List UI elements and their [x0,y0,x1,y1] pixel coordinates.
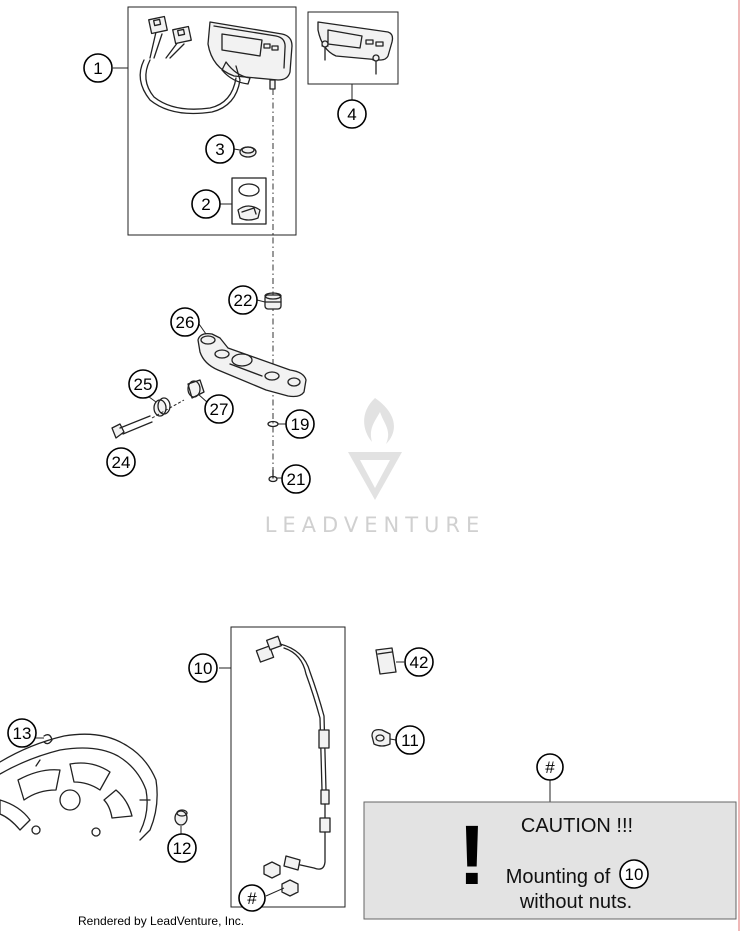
callout-27: 27 [204,394,234,424]
svg-text:19: 19 [291,415,310,434]
callout-13: 13 [7,718,37,748]
svg-text:2: 2 [201,195,210,214]
callout-10: 10 [188,653,218,683]
screw-21 [268,469,278,483]
svg-text:27: 27 [210,400,229,419]
watermark-v-icon [348,452,402,500]
callout-26: 26 [170,307,200,337]
hex-bolt-24 [111,399,185,439]
callout-25: 25 [128,369,158,399]
svg-text:26: 26 [176,313,195,332]
rubber-cap-part [239,146,257,158]
svg-text:25: 25 [134,375,153,394]
speedometer-wiring-harness [139,15,241,115]
spacer-12 [174,809,188,826]
svg-text:3: 3 [215,140,224,159]
callout-22: 22 [228,285,258,315]
callout-hash-top: # [536,753,564,781]
retaining-clip-13 [43,734,53,745]
svg-text:#: # [247,889,257,908]
speedometer-unit [207,21,293,90]
callout-12: 12 [167,833,197,863]
svg-text:22: 22 [234,291,253,310]
svg-text:4: 4 [347,105,356,124]
svg-text:10: 10 [625,865,644,884]
watermark: LEADVENTURE [265,398,486,537]
battery-kit-part [231,177,267,225]
svg-text:11: 11 [401,731,419,750]
display-cover-part [317,21,394,75]
callout-1: 1 [83,53,113,83]
svg-text:42: 42 [410,653,429,672]
brake-disc-part [0,733,158,841]
sensor-clip-42 [375,647,397,675]
watermark-text: LEADVENTURE [265,513,486,537]
svg-text:1: 1 [93,59,102,78]
speed-sensor-cable [255,635,331,871]
caution-exclamation-icon: ! [458,808,486,902]
svg-text:10: 10 [194,659,213,678]
speedometer-group-box [127,6,297,236]
caution-box [363,801,737,920]
caution-title: CAUTION !!! [521,815,633,837]
cable-clip-11 [371,728,391,747]
svg-text:24: 24 [112,453,131,472]
svg-text:21: 21 [287,470,306,489]
callout-4: 4 [337,99,367,129]
watermark-flame-icon [364,398,394,444]
credit-text: Rendered by LeadVenture, Inc. [78,914,244,928]
mounting-bracket-26 [197,332,307,398]
callout-hash-bottom: # [238,884,266,912]
callout-19: 19 [285,409,315,439]
sensor-nuts [263,861,299,897]
rubber-bushing-22 [264,292,282,310]
callout-24: 24 [106,447,136,477]
callout-21: 21 [281,464,311,494]
callout-2: 2 [191,189,221,219]
callout-11: 11 [395,725,425,755]
caution-line1: Mounting of [506,866,611,888]
rubber-grommet-27 [187,379,205,399]
cover-group-box [307,11,399,85]
svg-text:#: # [545,758,555,777]
caution-line2: without nuts. [519,891,632,913]
caution-ref-callout: 10 [619,859,649,889]
callout-3: 3 [205,134,235,164]
spacer-bushing-25 [153,397,171,417]
svg-text:12: 12 [173,839,192,858]
speed-sensor-group-box [230,626,346,908]
callout-leaders [36,67,404,834]
svg-text:13: 13 [13,724,32,743]
callout-42: 42 [404,647,434,677]
